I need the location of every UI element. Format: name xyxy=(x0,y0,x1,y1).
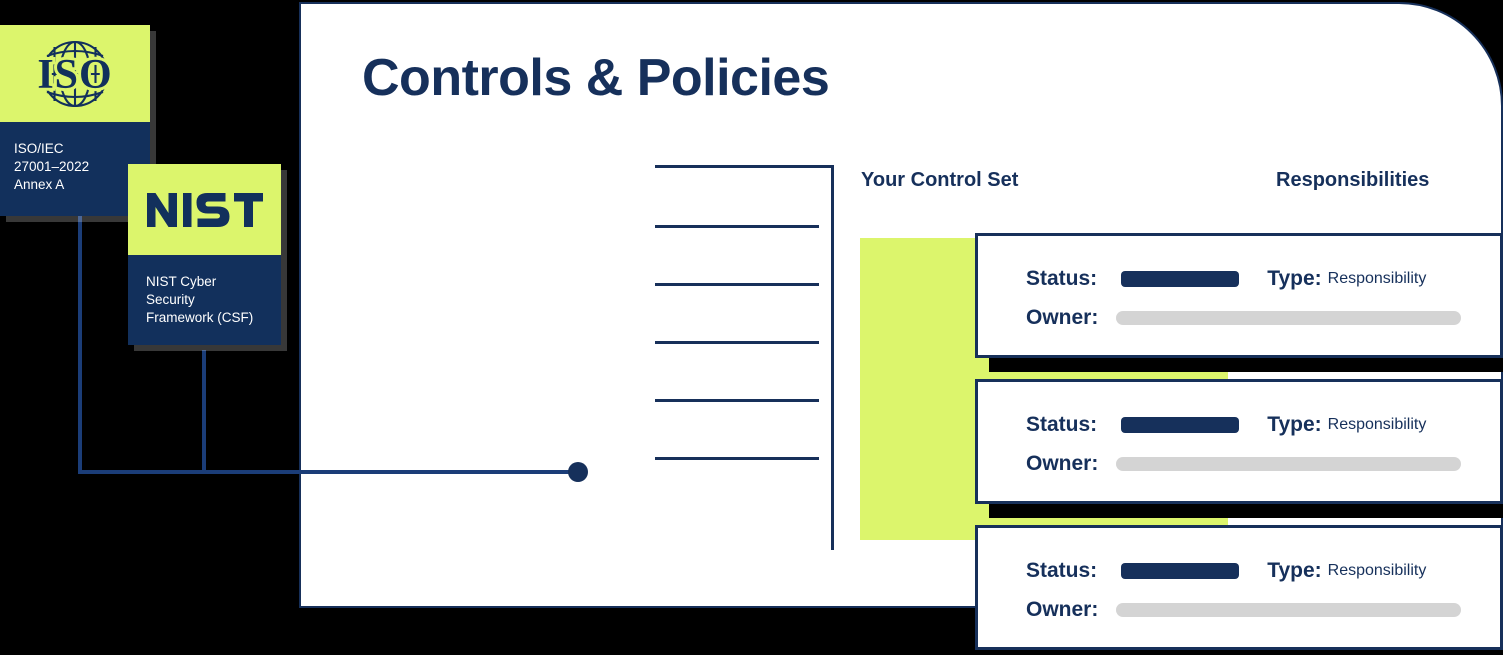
type-value: Responsibility xyxy=(1327,270,1427,287)
nist-caption: NIST Cyber Security Framework (CSF) xyxy=(128,255,281,345)
control-skeleton-list xyxy=(655,165,835,555)
connector-line-iso-vertical xyxy=(78,215,82,474)
responsibility-card[interactable]: Status: Type: Responsibility Owner: xyxy=(975,379,1503,504)
iso-caption-line: 27001–2022 xyxy=(14,158,90,174)
page-title: Controls & Policies xyxy=(362,49,830,107)
skeleton-line xyxy=(655,457,819,460)
badge-nist[interactable]: NIST Cyber Security Framework (CSF) xyxy=(128,164,281,345)
status-value-bar xyxy=(1121,563,1240,579)
type-value: Responsibility xyxy=(1327,562,1427,579)
owner-label: Owner: xyxy=(1026,598,1099,621)
responsibility-owner-row: Owner: xyxy=(1026,452,1462,476)
iso-logo-area: ISO xyxy=(0,25,150,122)
status-label: Status: xyxy=(1026,413,1098,436)
type-label: Type: xyxy=(1267,413,1322,436)
iso-caption-line: Annex A xyxy=(14,176,65,192)
responsibility-card[interactable]: Status: Type: Responsibility Owner: xyxy=(975,525,1503,650)
nist-logo-area xyxy=(128,164,281,255)
iso-caption-line: ISO/IEC xyxy=(14,141,64,156)
connector-line-nist-vertical xyxy=(202,350,206,474)
type-label: Type: xyxy=(1267,267,1322,290)
connector-dot-icon xyxy=(568,462,588,482)
owner-value-bar xyxy=(1116,311,1462,325)
owner-label: Owner: xyxy=(1026,306,1099,329)
status-label: Status: xyxy=(1026,267,1098,290)
responsibility-owner-row: Owner: xyxy=(1026,306,1462,330)
iso-globe-logo-icon: ISO xyxy=(34,40,115,107)
nist-caption-line: Framework (CSF) xyxy=(146,309,254,325)
nist-caption-line: NIST Cyber xyxy=(146,274,217,289)
owner-value-bar xyxy=(1116,457,1462,471)
owner-label: Owner: xyxy=(1026,452,1099,475)
status-value-bar xyxy=(1121,271,1240,287)
skeleton-line xyxy=(655,283,819,286)
status-value-bar xyxy=(1121,417,1240,433)
nist-caption-line: Security xyxy=(146,291,195,307)
nist-wordmark-logo-icon xyxy=(146,192,263,227)
skeleton-line xyxy=(655,399,819,402)
owner-value-bar xyxy=(1116,603,1462,617)
responsibility-status-row: Status: Type: Responsibility xyxy=(1026,559,1426,583)
responsibilities-heading: Responsibilities xyxy=(1276,169,1430,191)
responsibility-status-row: Status: Type: Responsibility xyxy=(1026,267,1426,291)
iso-caption: ISO/IEC 27001–2022 Annex A xyxy=(0,122,150,216)
responsibility-card[interactable]: Status: Type: Responsibility Owner: xyxy=(975,233,1503,358)
skeleton-line xyxy=(655,341,819,344)
skeleton-line xyxy=(655,165,833,168)
svg-text:ISO: ISO xyxy=(37,52,112,98)
type-label: Type: xyxy=(1267,559,1322,582)
control-set-heading: Your Control Set xyxy=(861,169,1019,191)
status-label: Status: xyxy=(1026,559,1098,582)
badge-iso[interactable]: ISO ISO/IEC 27001–2022 Annex A xyxy=(0,25,150,216)
responsibility-status-row: Status: Type: Responsibility xyxy=(1026,413,1426,437)
responsibility-owner-row: Owner: xyxy=(1026,598,1462,622)
type-value: Responsibility xyxy=(1327,416,1427,433)
connector-line-horizontal xyxy=(78,470,582,474)
skeleton-vertical-rule xyxy=(831,165,834,550)
skeleton-line xyxy=(655,225,819,228)
